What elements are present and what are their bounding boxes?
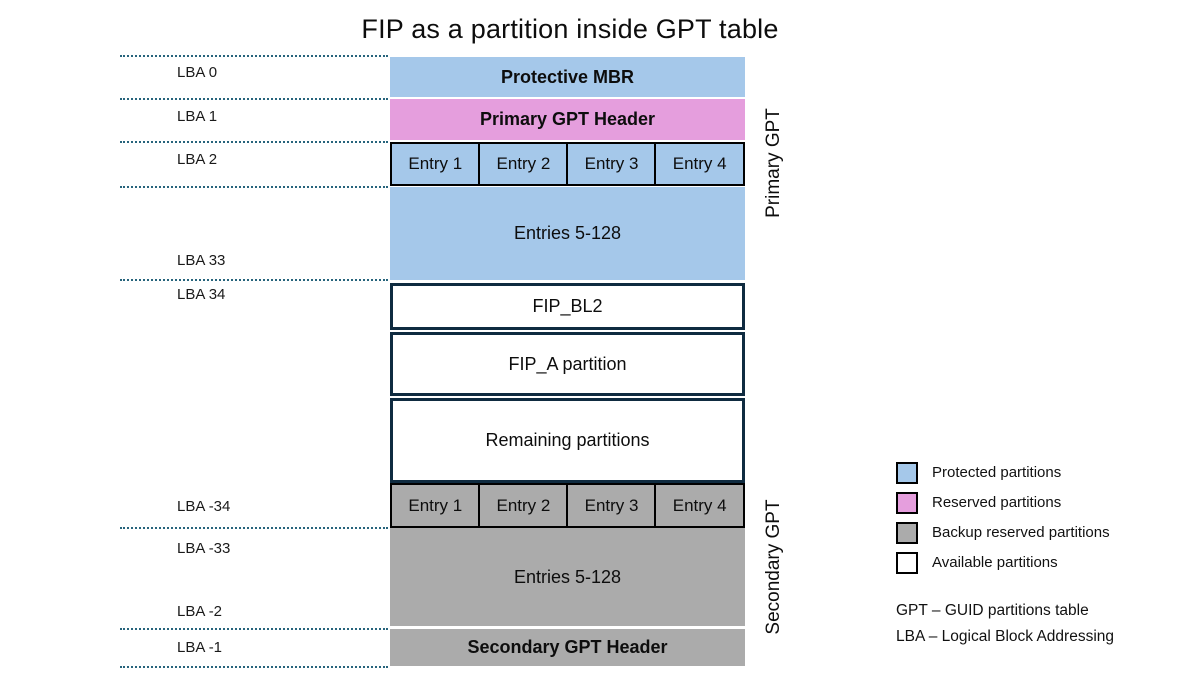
entry-cell: Entry 1 [390, 483, 481, 528]
legend-label: Backup reserved partitions [932, 524, 1110, 541]
block-fip-a-partition: FIP_A partition [390, 332, 745, 396]
dotted-separator [120, 279, 388, 281]
lba-label: LBA 0 [177, 64, 218, 81]
lba-label: LBA 1 [177, 108, 218, 125]
lba-label: LBA -1 [177, 639, 223, 656]
entry-cell: Entry 3 [566, 142, 657, 186]
lba-label: LBA 34 [177, 286, 226, 303]
legend-label: Protected partitions [932, 464, 1062, 481]
legend-label: Reserved partitions [932, 494, 1062, 511]
footnote-gpt: GPT – GUID partitions table [896, 602, 1089, 619]
page-title: FIP as a partition inside GPT table [361, 14, 779, 44]
lba-label: LBA 33 [177, 252, 226, 269]
entry-cell: Entry 1 [390, 142, 481, 186]
dotted-separator [120, 527, 388, 529]
block-protective-mbr: Protective MBR [390, 57, 745, 97]
legend-swatch-backup-reserved [896, 522, 918, 544]
primary-gpt-side-label: Primary GPT [763, 108, 784, 218]
entry-cell: Entry 4 [654, 483, 745, 528]
lba-label: LBA -33 [177, 540, 231, 557]
secondary-entry-row: Entry 1 Entry 2 Entry 3 Entry 4 [390, 483, 745, 528]
block-remaining-partitions: Remaining partitions [390, 398, 745, 483]
block-secondary-gpt-header: Secondary GPT Header [390, 629, 745, 666]
secondary-gpt-side-label: Secondary GPT [763, 499, 784, 635]
dotted-separator [120, 666, 388, 668]
footnote-lba: LBA – Logical Block Addressing [896, 628, 1114, 645]
dotted-separator [120, 141, 388, 143]
block-primary-gpt-header: Primary GPT Header [390, 99, 745, 140]
legend-label: Available partitions [932, 554, 1058, 571]
legend-swatch-protected [896, 462, 918, 484]
dotted-separator [120, 628, 388, 630]
legend-swatch-available [896, 552, 918, 574]
block-primary-entries-rest: Entries 5-128 [390, 187, 745, 280]
primary-entry-row: Entry 1 Entry 2 Entry 3 Entry 4 [390, 142, 745, 186]
entry-cell: Entry 2 [478, 483, 569, 528]
dotted-separator [120, 55, 388, 57]
dotted-separator [120, 98, 388, 100]
block-fip-bl2: FIP_BL2 [390, 283, 745, 330]
entry-cell: Entry 3 [566, 483, 657, 528]
entry-cell: Entry 2 [478, 142, 569, 186]
legend-swatch-reserved [896, 492, 918, 514]
block-secondary-entries-rest: Entries 5-128 [390, 528, 745, 626]
dotted-separator [120, 186, 388, 188]
entry-cell: Entry 4 [654, 142, 745, 186]
lba-label: LBA -34 [177, 498, 231, 515]
lba-label: LBA 2 [177, 151, 218, 168]
lba-label: LBA -2 [177, 603, 223, 620]
